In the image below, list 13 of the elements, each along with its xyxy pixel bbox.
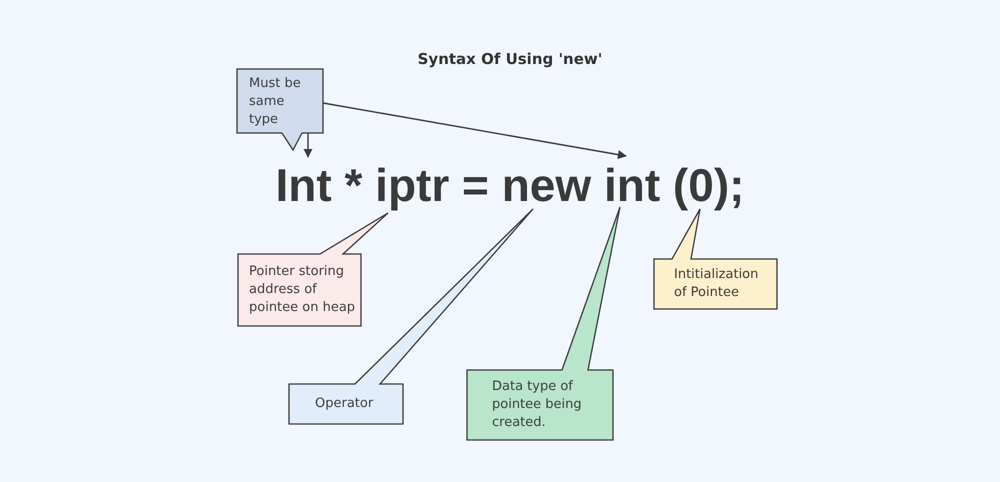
callout-bubble: [238, 213, 388, 326]
arrow: [304, 133, 312, 158]
callout-text: Data type of pointee being created.: [492, 378, 583, 432]
code-statement: Int * iptr = new int (0);: [262, 160, 758, 210]
callout-text: Pointer storing address of pointee on heap: [249, 263, 356, 317]
diagram-title: Syntax Of Using 'new': [416, 50, 604, 68]
callout-text: Must be same type: [249, 75, 302, 129]
callout-text: Intitialization of Pointee: [674, 266, 760, 302]
arrow: [322, 102, 627, 160]
callout-bubble: [654, 209, 777, 309]
callout-bubble: [467, 207, 620, 440]
callout-bubble: [237, 69, 323, 150]
callout-text: Operator: [315, 395, 374, 413]
